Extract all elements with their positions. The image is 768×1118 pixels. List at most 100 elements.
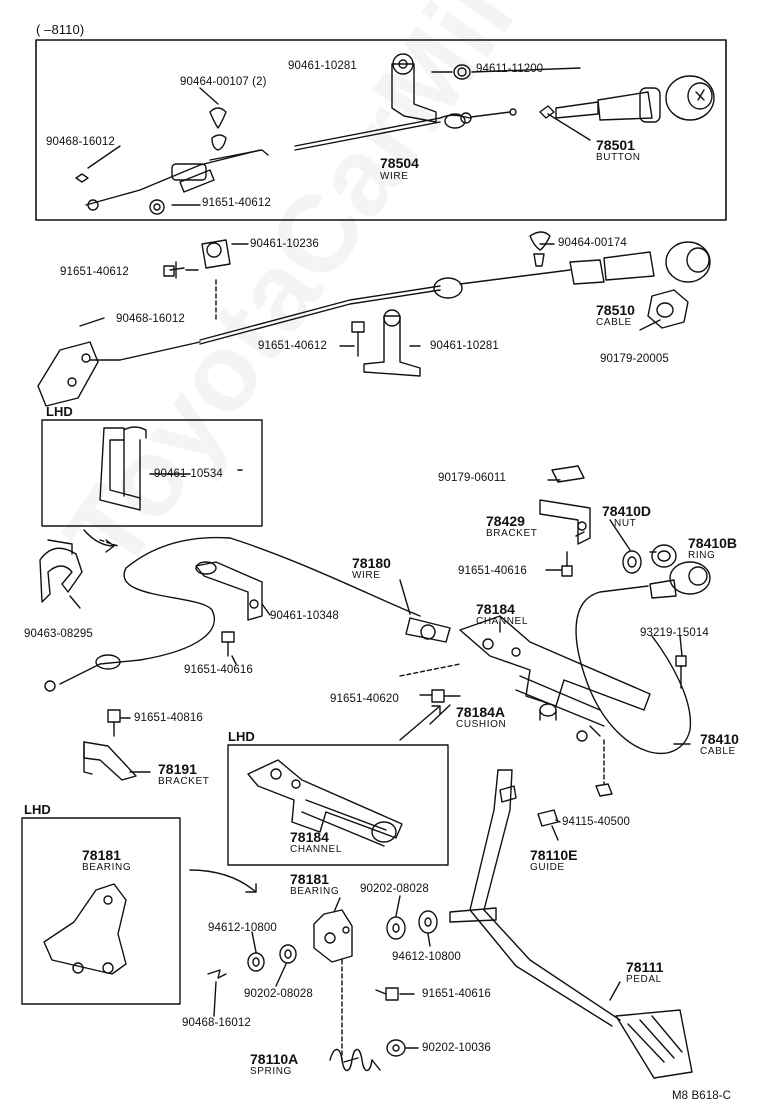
label-90179-20005: 90179-20005 [600, 353, 669, 365]
label-90179-06011: 90179-06011 [438, 472, 507, 484]
label-78410B-name: RING [688, 550, 716, 561]
wire-78180-drawing [44, 536, 451, 692]
clamp-90461-10236 [201, 239, 231, 321]
bearing-78181-main [313, 909, 353, 1061]
label-78184A-name: CUSHION [456, 719, 507, 730]
label-78184-a-num: 78184 [476, 601, 515, 617]
washers-bottom [247, 910, 438, 1057]
label-78501-name: BUTTON [596, 152, 641, 163]
label-78181-b-name: BEARING [290, 886, 340, 897]
nut-78410D [622, 550, 642, 574]
label-90468-16012-b: 90468-16012 [116, 313, 185, 325]
cable-78410-drawing [575, 561, 711, 754]
lhd-channel-frame [227, 744, 449, 866]
label-78110E-num: 78110E [530, 847, 578, 863]
label-90461-10281-b: 90461-10281 [430, 340, 499, 352]
guide-78110E [537, 809, 559, 827]
label-94612-10800-b: 94612-10800 [392, 951, 461, 963]
label-78110E-name: GUIDE [530, 862, 565, 873]
label-78181-a-num: 78181 [82, 847, 121, 863]
clip-90463-08295 [39, 539, 83, 603]
label-91651-40612-c: 91651-40612 [258, 340, 327, 352]
lhd-bearing-frame [21, 817, 181, 1005]
label-91651-40620: 91651-40620 [330, 693, 399, 705]
label-78191-name: BRACKET [158, 776, 210, 787]
dashed-link-2 [399, 663, 461, 677]
cable-78510-drawing [89, 241, 711, 361]
spring-78110A [329, 1048, 381, 1072]
bearing-78181-lhd [43, 883, 127, 975]
button-78501 [539, 75, 715, 123]
label-78504-name: WIRE [380, 171, 409, 182]
bracket-lower-left [37, 341, 99, 407]
bolt-91651-40620 [431, 689, 461, 703]
label-90202-08028-a: 90202-08028 [360, 883, 429, 895]
label-91651-40816: 91651-40816 [134, 712, 203, 724]
label-78181-a-name: BEARING [82, 862, 132, 873]
label-78110A-name: SPRING [250, 1066, 292, 1077]
clip-90464-00107 [209, 107, 227, 151]
pedal-78111 [449, 769, 693, 1079]
clamp-90461-10281-b [363, 309, 421, 377]
bracket-90461-10348 [195, 561, 263, 621]
label-78181-b-num: 78181 [290, 871, 329, 887]
clamp-90461-10281-a [391, 53, 437, 123]
label-78410B-num: 78410B [688, 535, 738, 551]
bolt-91651-40616-b [221, 631, 235, 657]
channel-78184-lhd [247, 759, 403, 847]
pin-90468-16012-c [207, 969, 227, 979]
label-78410D-num: 78410D [602, 503, 652, 519]
label-91651-40616-a: 91651-40616 [458, 565, 527, 577]
arrow-1 [83, 529, 115, 553]
bolt-91651-40612-c [351, 321, 365, 357]
bolt-91651-40816 [107, 709, 121, 737]
header-range: ( –8110) [36, 22, 85, 37]
label-90461-10281-a: 90461-10281 [288, 60, 357, 72]
label-91651-40616-c: 91651-40616 [422, 988, 491, 1000]
label-90468-16012-c: 90468-16012 [182, 1017, 251, 1029]
bolt-91651-40616-a [561, 551, 573, 577]
ring-78410B [651, 544, 677, 568]
section-lhd-3: LHD [24, 802, 51, 817]
section-lhd-1: LHD [46, 404, 73, 419]
nut-90179-20005 [647, 289, 689, 329]
label-90464-00107: 90464-00107 (2) [180, 76, 267, 88]
label-78110A-num: 78110A [250, 1051, 299, 1067]
label-90464-00174: 90464-00174 [558, 237, 627, 249]
label-78180-name: WIRE [352, 570, 381, 581]
top-frame [35, 39, 727, 221]
label-78504-num: 78504 [380, 155, 419, 171]
label-91651-40612-b: 91651-40612 [60, 266, 129, 278]
section-lhd-2: LHD [228, 729, 255, 744]
bolt-91651-40616-c [375, 987, 399, 1001]
label-90202-10036: 90202-10036 [422, 1042, 491, 1054]
clip-90461-10534 [99, 426, 191, 511]
label-78184-a-name: CHANNEL [476, 616, 528, 627]
label-78191-num: 78191 [158, 761, 197, 777]
grommet-94611-11200 [453, 64, 471, 80]
label-94612-10800-a: 94612-10800 [208, 922, 277, 934]
label-78184A-num: 78184A [456, 704, 506, 720]
label-91651-40616-b: 91651-40616 [184, 664, 253, 676]
cushion-78184A [539, 703, 557, 721]
label-78410D-name: NUT [614, 518, 637, 529]
lhd-clip-frame [41, 419, 263, 527]
label-90202-08028-b: 90202-08028 [244, 988, 313, 1000]
lever-assembly-top [75, 149, 269, 215]
arrow-3 [189, 869, 257, 893]
footer-code: M8 B618-C [672, 1090, 732, 1102]
wire-78504-drawing [294, 108, 517, 151]
bottom-leaders [213, 895, 621, 1063]
clip-90464-00174 [529, 231, 551, 267]
middle-leaders [69, 469, 691, 841]
label-90461-10348: 90461-10348 [270, 610, 339, 622]
label-78410-num: 78410 [700, 731, 739, 747]
label-78184-b-name: CHANNEL [290, 844, 342, 855]
label-78501-num: 78501 [596, 137, 635, 153]
label-78429-name: BRACKET [486, 528, 538, 539]
bracket-78429 [539, 499, 591, 545]
arrow-2 [399, 705, 441, 741]
top-leaders [87, 67, 591, 206]
